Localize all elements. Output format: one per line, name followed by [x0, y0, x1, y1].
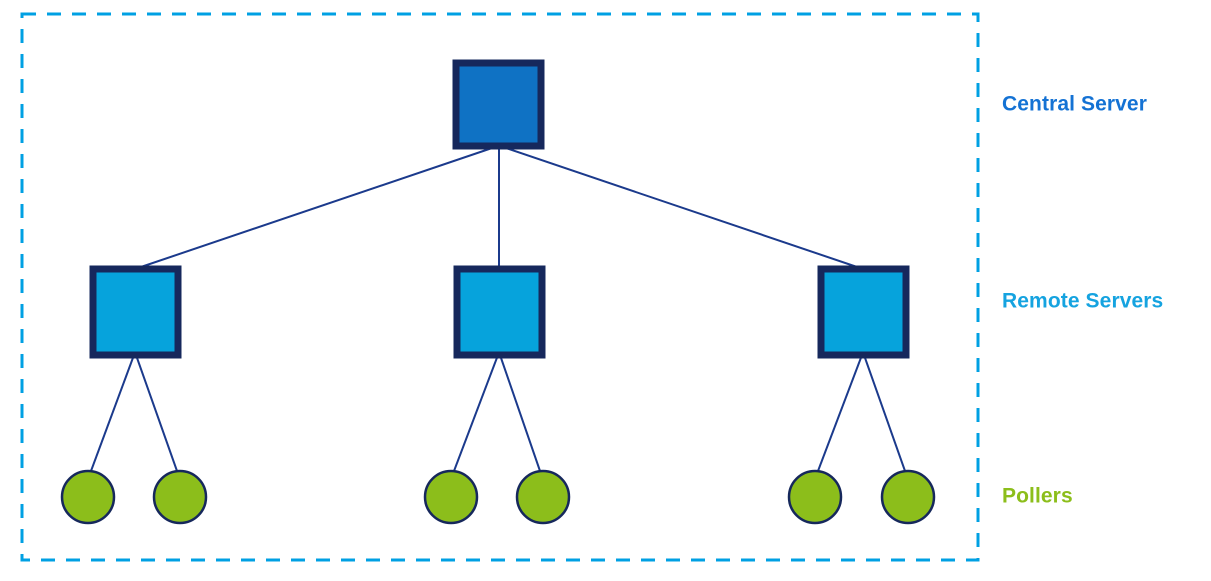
connector-line [90, 354, 135, 472]
poller-node[interactable] [152, 469, 208, 525]
tier-label-remote: Remote Servers [1002, 290, 1163, 313]
deployment-boundary [20, 12, 980, 562]
connector-line [499, 145, 864, 270]
remote-server-node[interactable] [89, 265, 182, 359]
connector-lines-group [90, 145, 906, 472]
nodes-group [60, 59, 936, 525]
connector-line [499, 354, 541, 472]
poller-node[interactable] [423, 469, 479, 525]
central-server-node[interactable] [452, 59, 545, 150]
poller-node[interactable] [515, 469, 571, 525]
tier-label-poller: Pollers [1002, 485, 1073, 508]
remote-server-node[interactable] [453, 265, 546, 359]
connector-line [135, 354, 178, 472]
poller-node[interactable] [60, 469, 116, 525]
tier-label-central: Central Server [1002, 93, 1147, 116]
connector-line [453, 354, 499, 472]
connector-line [134, 145, 499, 270]
connector-line [817, 354, 863, 472]
connector-line [863, 354, 906, 472]
remote-server-node[interactable] [817, 265, 910, 359]
poller-node[interactable] [880, 469, 936, 525]
poller-node[interactable] [787, 469, 843, 525]
